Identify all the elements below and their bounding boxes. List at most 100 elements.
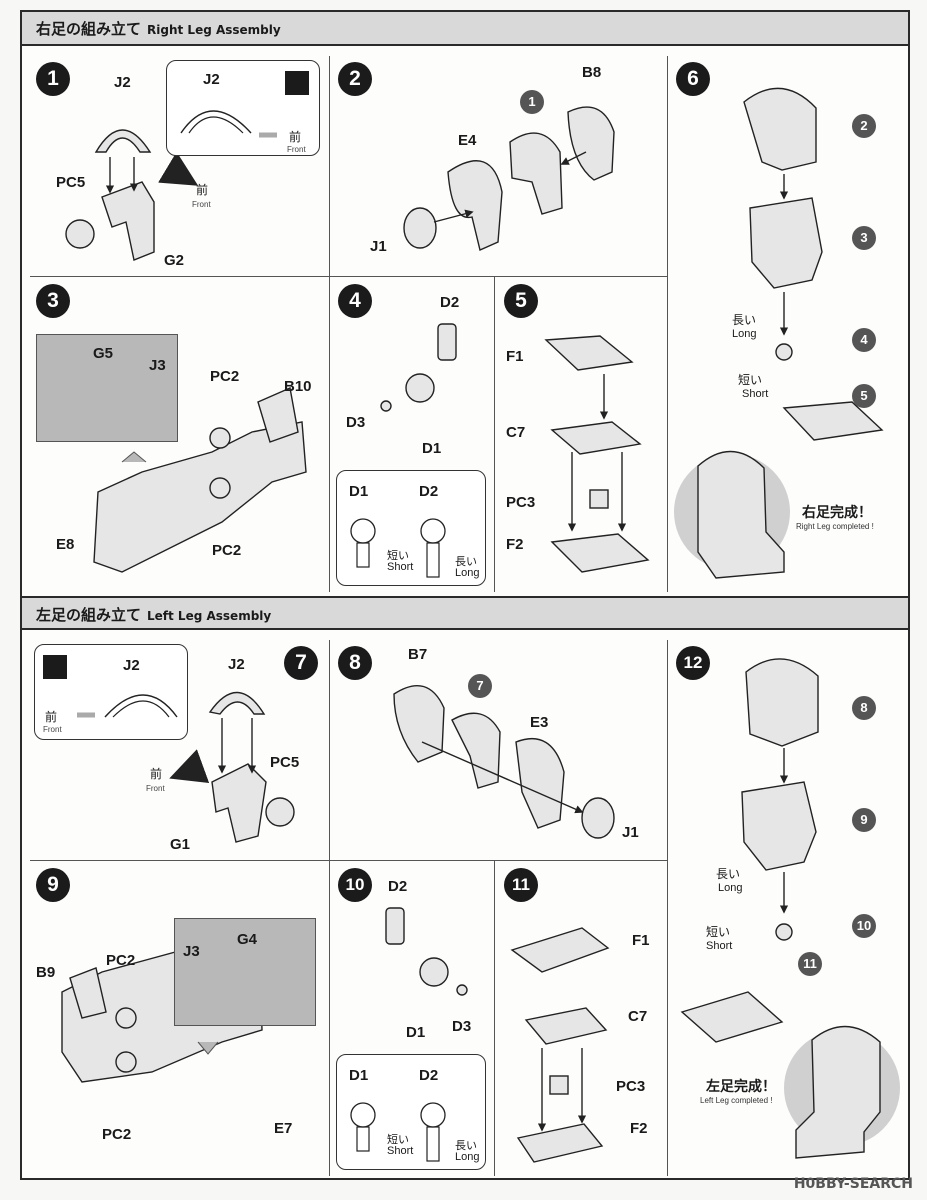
label-front-en-left: Front [146,784,165,793]
part-d1 [405,373,435,403]
label-front-en-detail: Front [287,145,306,154]
assembly-step11 [680,991,784,1043]
divider [494,276,496,592]
part-b9 [69,967,107,1019]
label-pc2-top: PC2 [210,368,240,385]
part-b8 [567,106,615,181]
label-long-en: Long [732,328,757,340]
label-d2-left: D2 [388,878,408,895]
label-pc3-left: PC3 [616,1078,646,1095]
ref-badge-5: 5 [852,384,876,408]
assembly-step4 [775,343,793,361]
step-badge-7: 7 [284,646,318,680]
label-c7-left: C7 [628,1008,648,1025]
divider [329,640,331,860]
label-long-en-detail: Long [455,567,480,579]
divider [494,860,496,1176]
label-long-jp-left: 長い [716,867,741,881]
label-g5: G5 [93,345,114,362]
step-badge-12: 12 [676,646,710,680]
step-badge-11: 11 [504,868,538,902]
step-badge-1: 1 [36,62,70,96]
label-j2-left: J2 [228,656,245,673]
j2-orientation-diagram-left [77,694,178,718]
label-j3: J3 [149,357,166,374]
part-e3 [515,737,565,829]
label-c7: C7 [506,424,526,441]
label-short-jp-detail-left: 短い [387,1134,409,1146]
label-pc5-left: PC5 [270,754,300,771]
part-g1 [211,763,267,843]
label-front-en-detail-left: Front [43,725,62,734]
part-f2 [550,533,650,573]
detail-box-d1-d2: D1 D2 短い Short 長い Long [336,470,486,586]
label-short-en: Short [742,388,769,400]
label-e7: E7 [274,1120,293,1137]
divider [30,860,667,862]
part-e8 [93,421,307,573]
ref-badge-9: 9 [852,808,876,832]
complete-right-leg [697,450,785,579]
label-f1: F1 [506,348,524,365]
ref-badge-10: 10 [852,914,876,938]
label-front-jp-detail: 前 [289,130,302,144]
label-d2-detail: D2 [419,483,439,500]
label-b7: B7 [408,646,428,663]
part-d3 [380,400,392,412]
label-j1: J1 [370,238,387,255]
assembly-step9 [741,781,817,871]
divider [329,276,331,592]
label-front-en: Front [192,200,211,209]
label-e3: E3 [530,714,549,731]
step-badge-10: 10 [338,868,372,902]
step-badge-8: 8 [338,646,372,680]
part-d1-left [419,957,449,987]
part-j2-left [208,691,266,715]
ref-badge-8: 8 [852,696,876,720]
callout-j3-g4: J3 G4 [174,918,316,1026]
right-leg-complete-en: Right Leg completed ! [796,522,874,531]
ref-badge-11: 11 [798,952,822,976]
label-b10: B10 [284,378,312,395]
assembly-step5 [782,401,884,441]
assembly-illustrations [61,87,900,1163]
ref-badge-7: 7 [468,674,492,698]
divider [667,56,669,592]
part-pc2-bottom [209,477,231,499]
label-d3-left: D3 [452,1018,472,1035]
right-leg-title-en: Right Leg Assembly [147,23,281,37]
label-j2-detail-left: J2 [123,657,140,674]
label-short-en-left: Short [706,940,733,952]
label-b9: B9 [36,964,56,981]
label-pc2-left-bottom: PC2 [102,1126,132,1143]
part-c7-left [524,1007,608,1045]
label-d2: D2 [440,294,460,311]
label-pc3: PC3 [506,494,536,511]
assembly-step2 [743,87,817,171]
step-badge-5: 5 [504,284,538,318]
label-long-en-left: Long [718,882,743,894]
label-g4: G4 [237,931,258,948]
detail-box-j2-orientation-left: J2 前 Front [34,644,188,740]
part-d2-left [385,907,405,945]
label-long-en-detail-left: Long [455,1151,480,1163]
label-b8: B8 [582,64,602,81]
part-f1-left [510,927,610,973]
marker-tool-icon-left [43,655,67,679]
part-pc2-left-bottom [115,1051,137,1073]
ref-badge-4: 4 [852,328,876,352]
left-leg-complete-jp: 左足完成！ [706,1079,776,1095]
divider [30,276,667,278]
part-pc3-left [549,1075,569,1095]
part-b7 [393,685,445,763]
label-long-jp: 長い [732,313,757,327]
label-e8: E8 [56,536,75,553]
assembly-step3 [749,197,823,289]
step-badge-2: 2 [338,62,372,96]
label-g2: G2 [164,252,185,269]
part-step1-sub [509,132,563,215]
ref-badge-2: 2 [852,114,876,138]
label-pc5: PC5 [56,174,86,191]
step-badge-4: 4 [338,284,372,318]
